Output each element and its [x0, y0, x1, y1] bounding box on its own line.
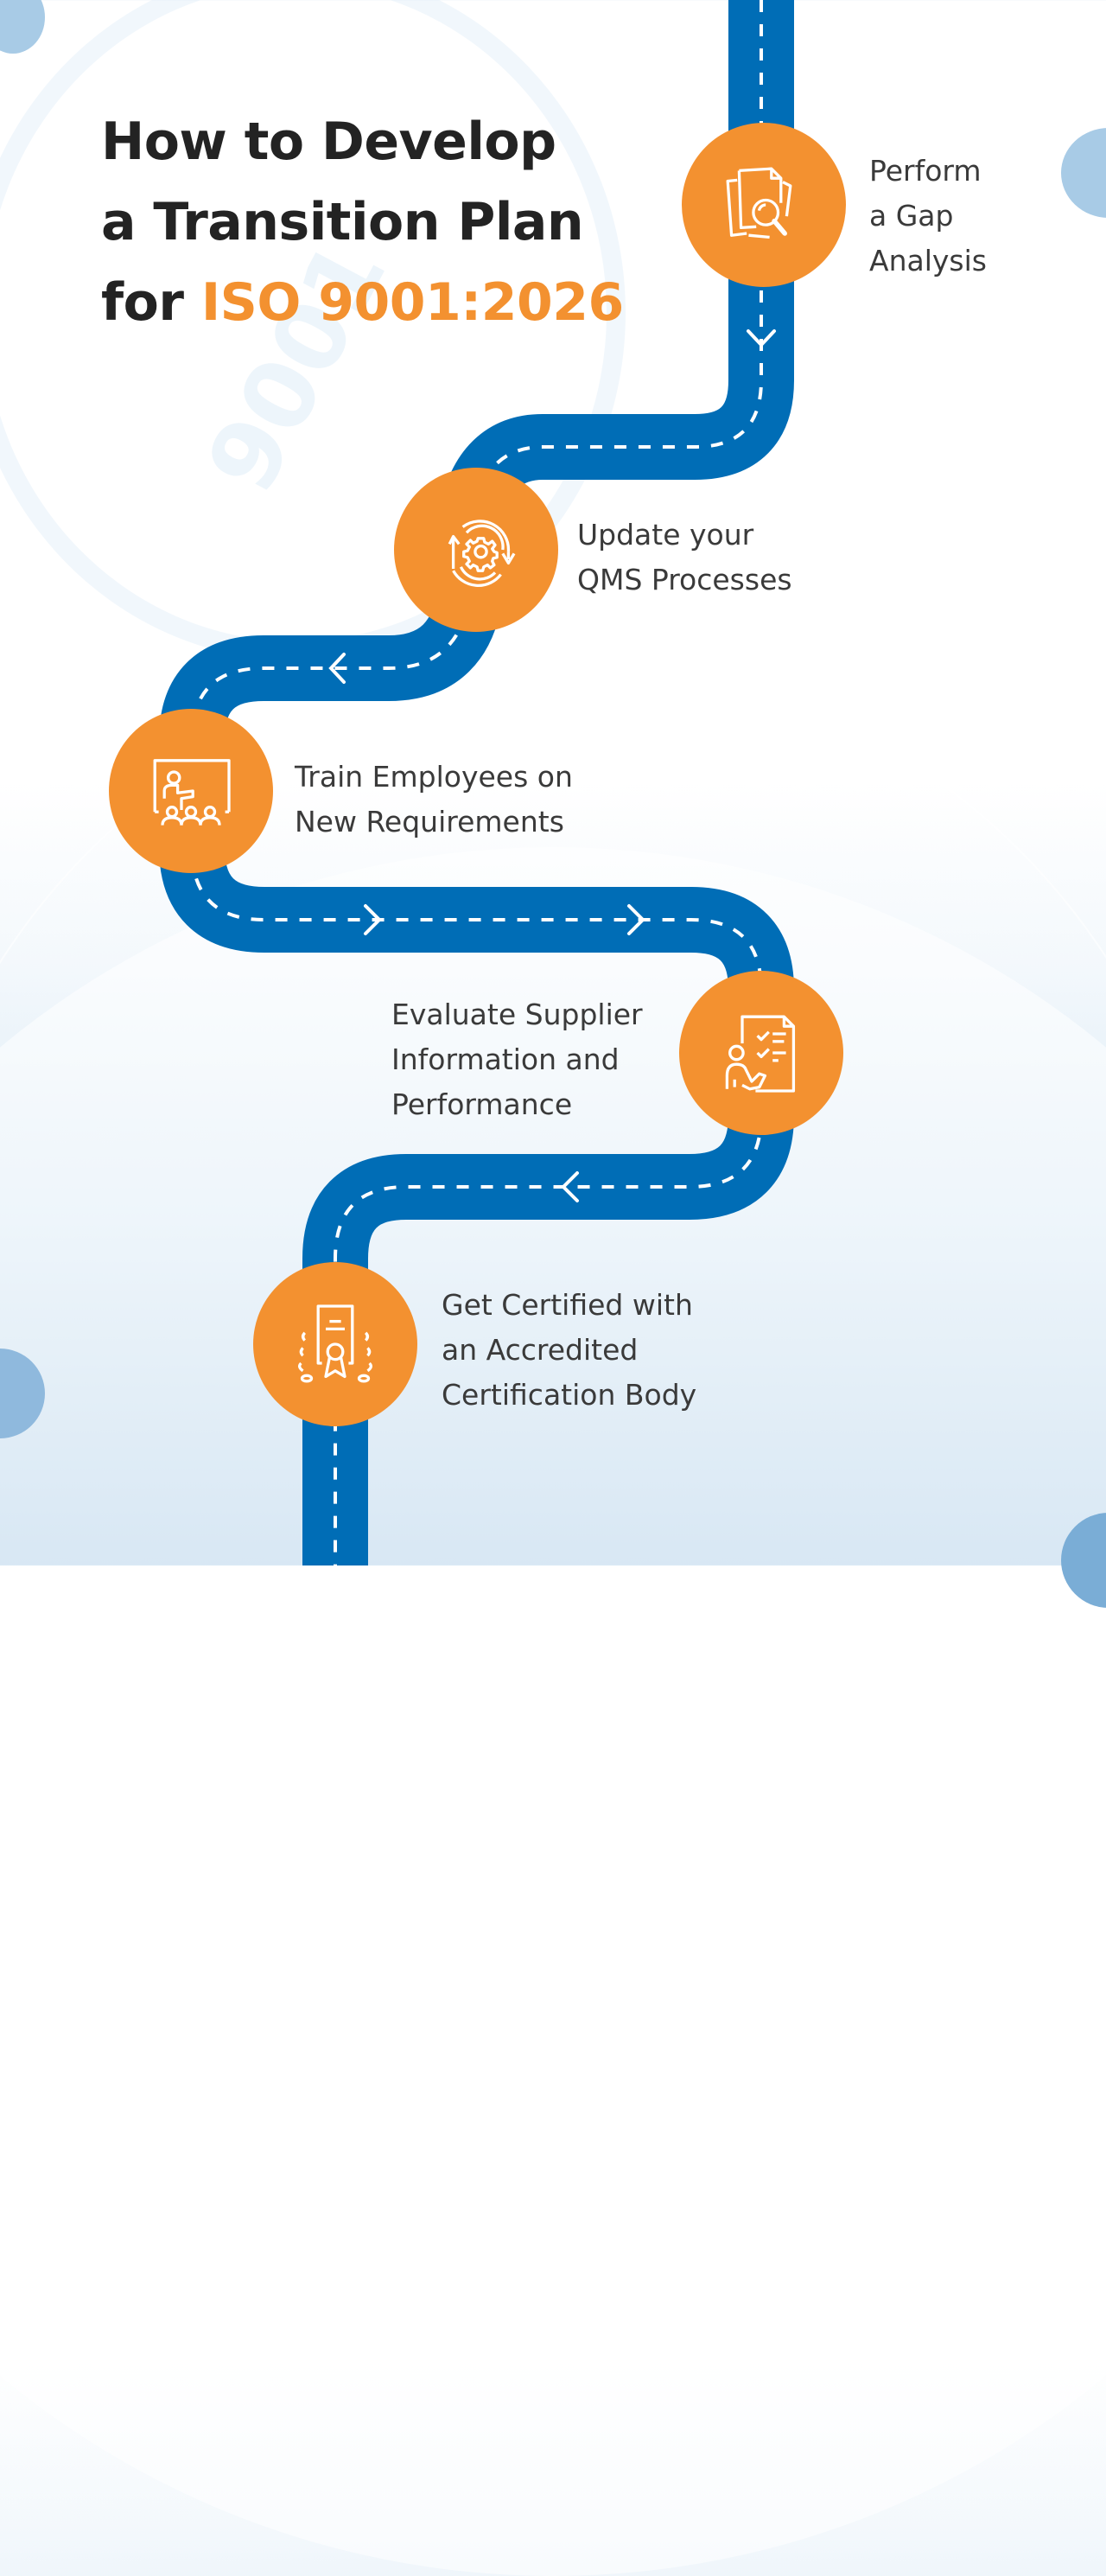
arrow-right-icon — [627, 904, 645, 935]
gear-cycle-icon — [448, 520, 516, 587]
step-1-label: Perform a Gap Analysis — [869, 154, 987, 277]
step-3-label: Train Employees on New Requirements — [295, 760, 573, 838]
supplier-checklist-icon — [725, 1015, 796, 1093]
certificate-award-icon — [298, 1304, 372, 1383]
title-accent-iso: ISO 9001:2026 — [200, 272, 624, 333]
step-5-label: Get Certified with an Accredited Certifi… — [442, 1288, 697, 1412]
arrow-left-icon — [328, 653, 346, 684]
step-3-circle — [109, 709, 273, 873]
step-2-circle — [394, 468, 558, 632]
step-1-circle — [682, 123, 846, 287]
title-line-1: How to Develop — [101, 112, 556, 172]
presentation-training-icon — [153, 759, 231, 826]
page-title: How to Develop a Transition Plan for ISO… — [101, 102, 624, 343]
step-2-label: Update your QMS Processes — [577, 518, 792, 596]
step-4-circle — [679, 971, 843, 1135]
step-5-circle — [253, 1262, 417, 1426]
title-line-3-prefix: for — [101, 272, 201, 333]
arrow-left-icon — [561, 1171, 579, 1202]
arrow-down-icon — [747, 329, 776, 348]
document-search-icon — [726, 167, 792, 239]
arrow-right-icon — [364, 904, 382, 935]
title-line-2: a Transition Plan — [101, 192, 584, 252]
step-4-label: Evaluate Supplier Information and Perfor… — [391, 998, 643, 1121]
